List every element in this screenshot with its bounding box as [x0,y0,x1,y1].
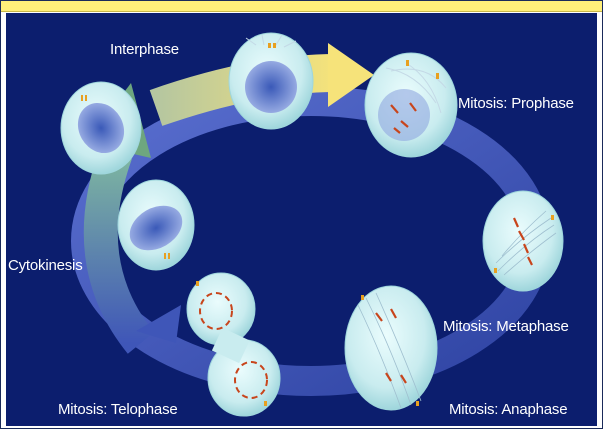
label-telophase: Mitosis: Telophase [58,401,178,418]
label-cytokinesis: Cytokinesis [8,257,83,274]
cell-cycle-svg [6,13,597,426]
cell-cycle-diagram: Interphase Mitosis: Prophase Cytokinesis… [6,13,597,426]
top-bar [1,1,602,12]
cell-interphase-top [229,33,313,129]
cell-metaphase [483,191,563,291]
label-interphase: Interphase [110,41,179,58]
label-metaphase: Mitosis: Metaphase [443,318,569,335]
cell-prophase [365,53,457,157]
cell-anaphase [345,286,437,410]
label-prophase: Mitosis: Prophase [458,95,574,112]
cell-interphase-2 [118,180,194,270]
cell-telophase [187,273,280,416]
label-anaphase: Mitosis: Anaphase [449,401,567,418]
cell-interphase-1 [61,82,141,174]
